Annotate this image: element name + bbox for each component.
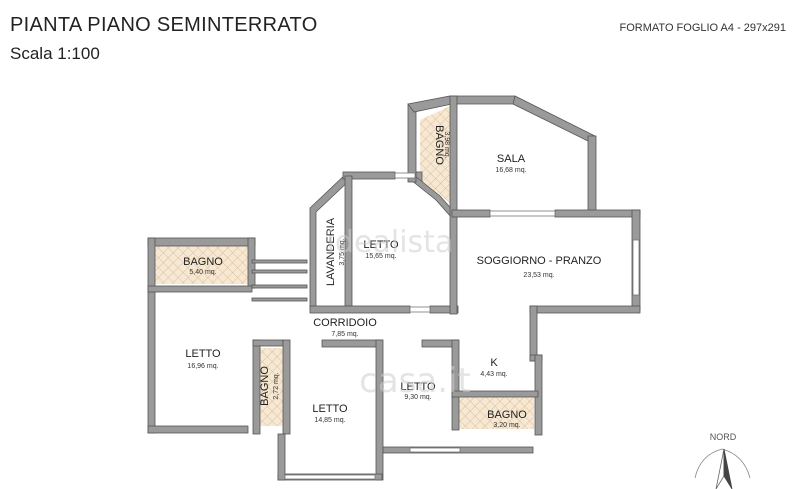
room-area-letto-1: 15,65 mq.	[365, 253, 396, 260]
room-labels: SALA 16,68 mq. BAGNO 3,98 mq. LAVANDERIA…	[183, 125, 602, 429]
room-name-cucina: K	[490, 357, 498, 369]
room-name-letto-4: LETTO	[400, 381, 436, 393]
room-area-bagno-top: 3,98 mq.	[443, 131, 450, 158]
room-area-letto-3: 14,85 mq.	[314, 417, 345, 424]
room-area-soggiorno: 23,53 mq.	[523, 272, 554, 279]
tiled-bagno-small	[257, 348, 283, 426]
room-name-sala: SALA	[497, 153, 526, 165]
room-area-lavanderia: 3,75 mq.	[339, 238, 346, 265]
watermark-idealista: idealista	[327, 225, 454, 260]
room-name-bagno-left: BAGNO	[183, 256, 223, 268]
room-name-letto-3: LETTO	[312, 403, 348, 415]
room-name-bagno-small: BAGNO	[259, 366, 271, 406]
walls	[147, 95, 641, 481]
compass-ring	[694, 448, 751, 479]
tiled-bagno-top	[420, 106, 452, 205]
room-name-corridoio: CORRIDOIO	[313, 317, 377, 329]
plan-scale: Scala 1:100	[10, 44, 100, 63]
room-area-sala: 16,68 mq.	[495, 167, 526, 174]
room-area-letto-4: 9,30 mq.	[404, 394, 431, 401]
room-area-corridoio: 7,85 mq.	[331, 331, 358, 338]
compass: NORD	[694, 432, 751, 489]
room-area-bagno-left: 5,40 mq.	[189, 269, 216, 276]
room-name-lavanderia: LAVANDERIA	[325, 217, 337, 286]
room-name-bagno-bottom: BAGNO	[487, 409, 527, 421]
watermark-casa-it: casa.it	[359, 361, 471, 401]
room-name-bagno-top: BAGNO	[433, 125, 445, 165]
room-name-soggiorno: SOGGIORNO - PRANZO	[477, 255, 602, 267]
room-area-cucina: 4,43 mq.	[480, 371, 507, 378]
sheet-format: FORMATO FOGLIO A4 - 297x291	[619, 22, 786, 34]
tiled-bagno-bottom	[458, 397, 534, 429]
tiled-areas	[153, 106, 534, 429]
room-name-letto-2: LETTO	[185, 348, 221, 360]
tiled-bagno-left	[153, 246, 249, 284]
compass-label: NORD	[710, 432, 737, 442]
windows	[284, 172, 640, 480]
room-name-letto-1: LETTO	[363, 239, 399, 251]
room-area-letto-2: 16,96 mq.	[187, 363, 218, 370]
compass-needle-right	[723, 448, 733, 489]
room-area-bagno-bottom: 3,20 mq.	[493, 422, 520, 429]
compass-needle-left	[715, 448, 725, 489]
room-area-bagno-small: 2,72 mq.	[273, 372, 280, 399]
plan-title: PIANTA PIANO SEMINTERRATO	[10, 14, 318, 36]
